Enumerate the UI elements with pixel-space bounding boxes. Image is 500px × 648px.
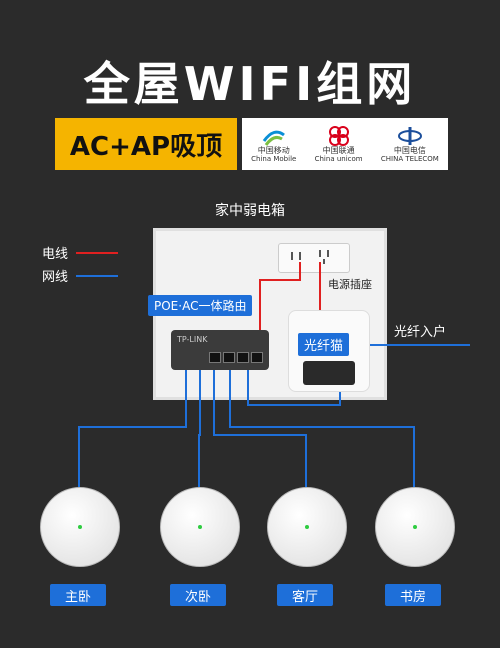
carrier-name: 中国电信 [393,145,426,155]
ap-led-icon [198,525,202,529]
power-socket [278,243,350,273]
power-socket-icon [291,250,329,264]
carrier-en: CHINA TELECOM [380,154,439,163]
carrier-china-unicom: 中国联通 China unicom [315,125,363,163]
legend-power-label: 电线 [42,247,69,262]
room-label: 客厅 [277,584,333,606]
page-title: 全屋WIFI组网 [83,57,417,111]
legend-power-line [76,251,119,254]
legend-power: 电线 [42,243,119,262]
ceiling-ap [267,487,347,567]
ceiling-ap [375,487,455,567]
ap-wire-3 [213,370,307,487]
room-label: 主卧 [50,584,106,606]
carrier-en: China unicom [314,154,363,163]
legend-network-line [76,274,119,277]
router-port [209,352,221,363]
carrier-china-mobile: 中国移动 China Mobile [251,125,296,163]
room-label: 书房 [385,584,441,606]
room-label: 次卧 [170,584,226,606]
carrier-en: China Mobile [251,154,297,163]
china-mobile-logo-icon [262,130,285,146]
ceiling-ap [40,487,120,567]
china-telecom-logo-icon [397,126,422,145]
carrier-name: 中国联通 [322,145,355,155]
modem-router-wire [247,370,341,406]
ap-led-icon [78,525,82,529]
router-port [237,352,249,363]
ap-wire-2 [198,370,201,487]
modem-port-panel [303,361,355,385]
router-port [251,352,263,363]
box-title: 家中弱电箱 [215,203,285,219]
fiber-label: 光纤入户 [394,325,447,340]
poe-ac-router: TP-LINK [171,330,269,370]
ceiling-ap [160,487,240,567]
carrier-logos: 中国移动 China Mobile 中国联通 China unicom 中国电信… [242,118,448,170]
router-brand: TP-LINK [177,335,208,344]
subtitle-banner: AC+AP吸顶 [55,118,237,170]
modem-label: 光纤猫 [298,333,350,356]
power-wire-router [259,262,301,330]
china-unicom-logo-icon [328,125,349,146]
carrier-name: 中国移动 [257,145,290,155]
ap-led-icon [305,525,309,529]
ap-wire-4 [229,370,415,487]
ap-wire-1 [78,370,187,487]
ap-led-icon [413,525,417,529]
socket-label: 电源插座 [328,278,372,291]
legend-network-label: 网线 [42,270,69,285]
legend-network: 网线 [42,266,119,285]
router-port [223,352,235,363]
router-label: POE·AC一体路由 [148,295,253,316]
carrier-china-telecom: 中国电信 CHINA TELECOM [381,125,439,163]
